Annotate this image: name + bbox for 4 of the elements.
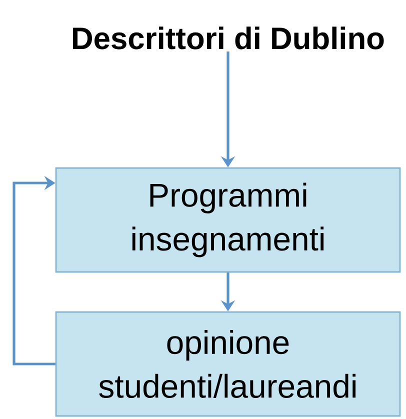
arrow (12, 176, 56, 366)
process-box: opinione studenti/laureandi (55, 311, 401, 417)
process-box: Programmi insegnamenti (55, 167, 401, 273)
title-text: Descrittori di Dublino (73, 26, 384, 50)
